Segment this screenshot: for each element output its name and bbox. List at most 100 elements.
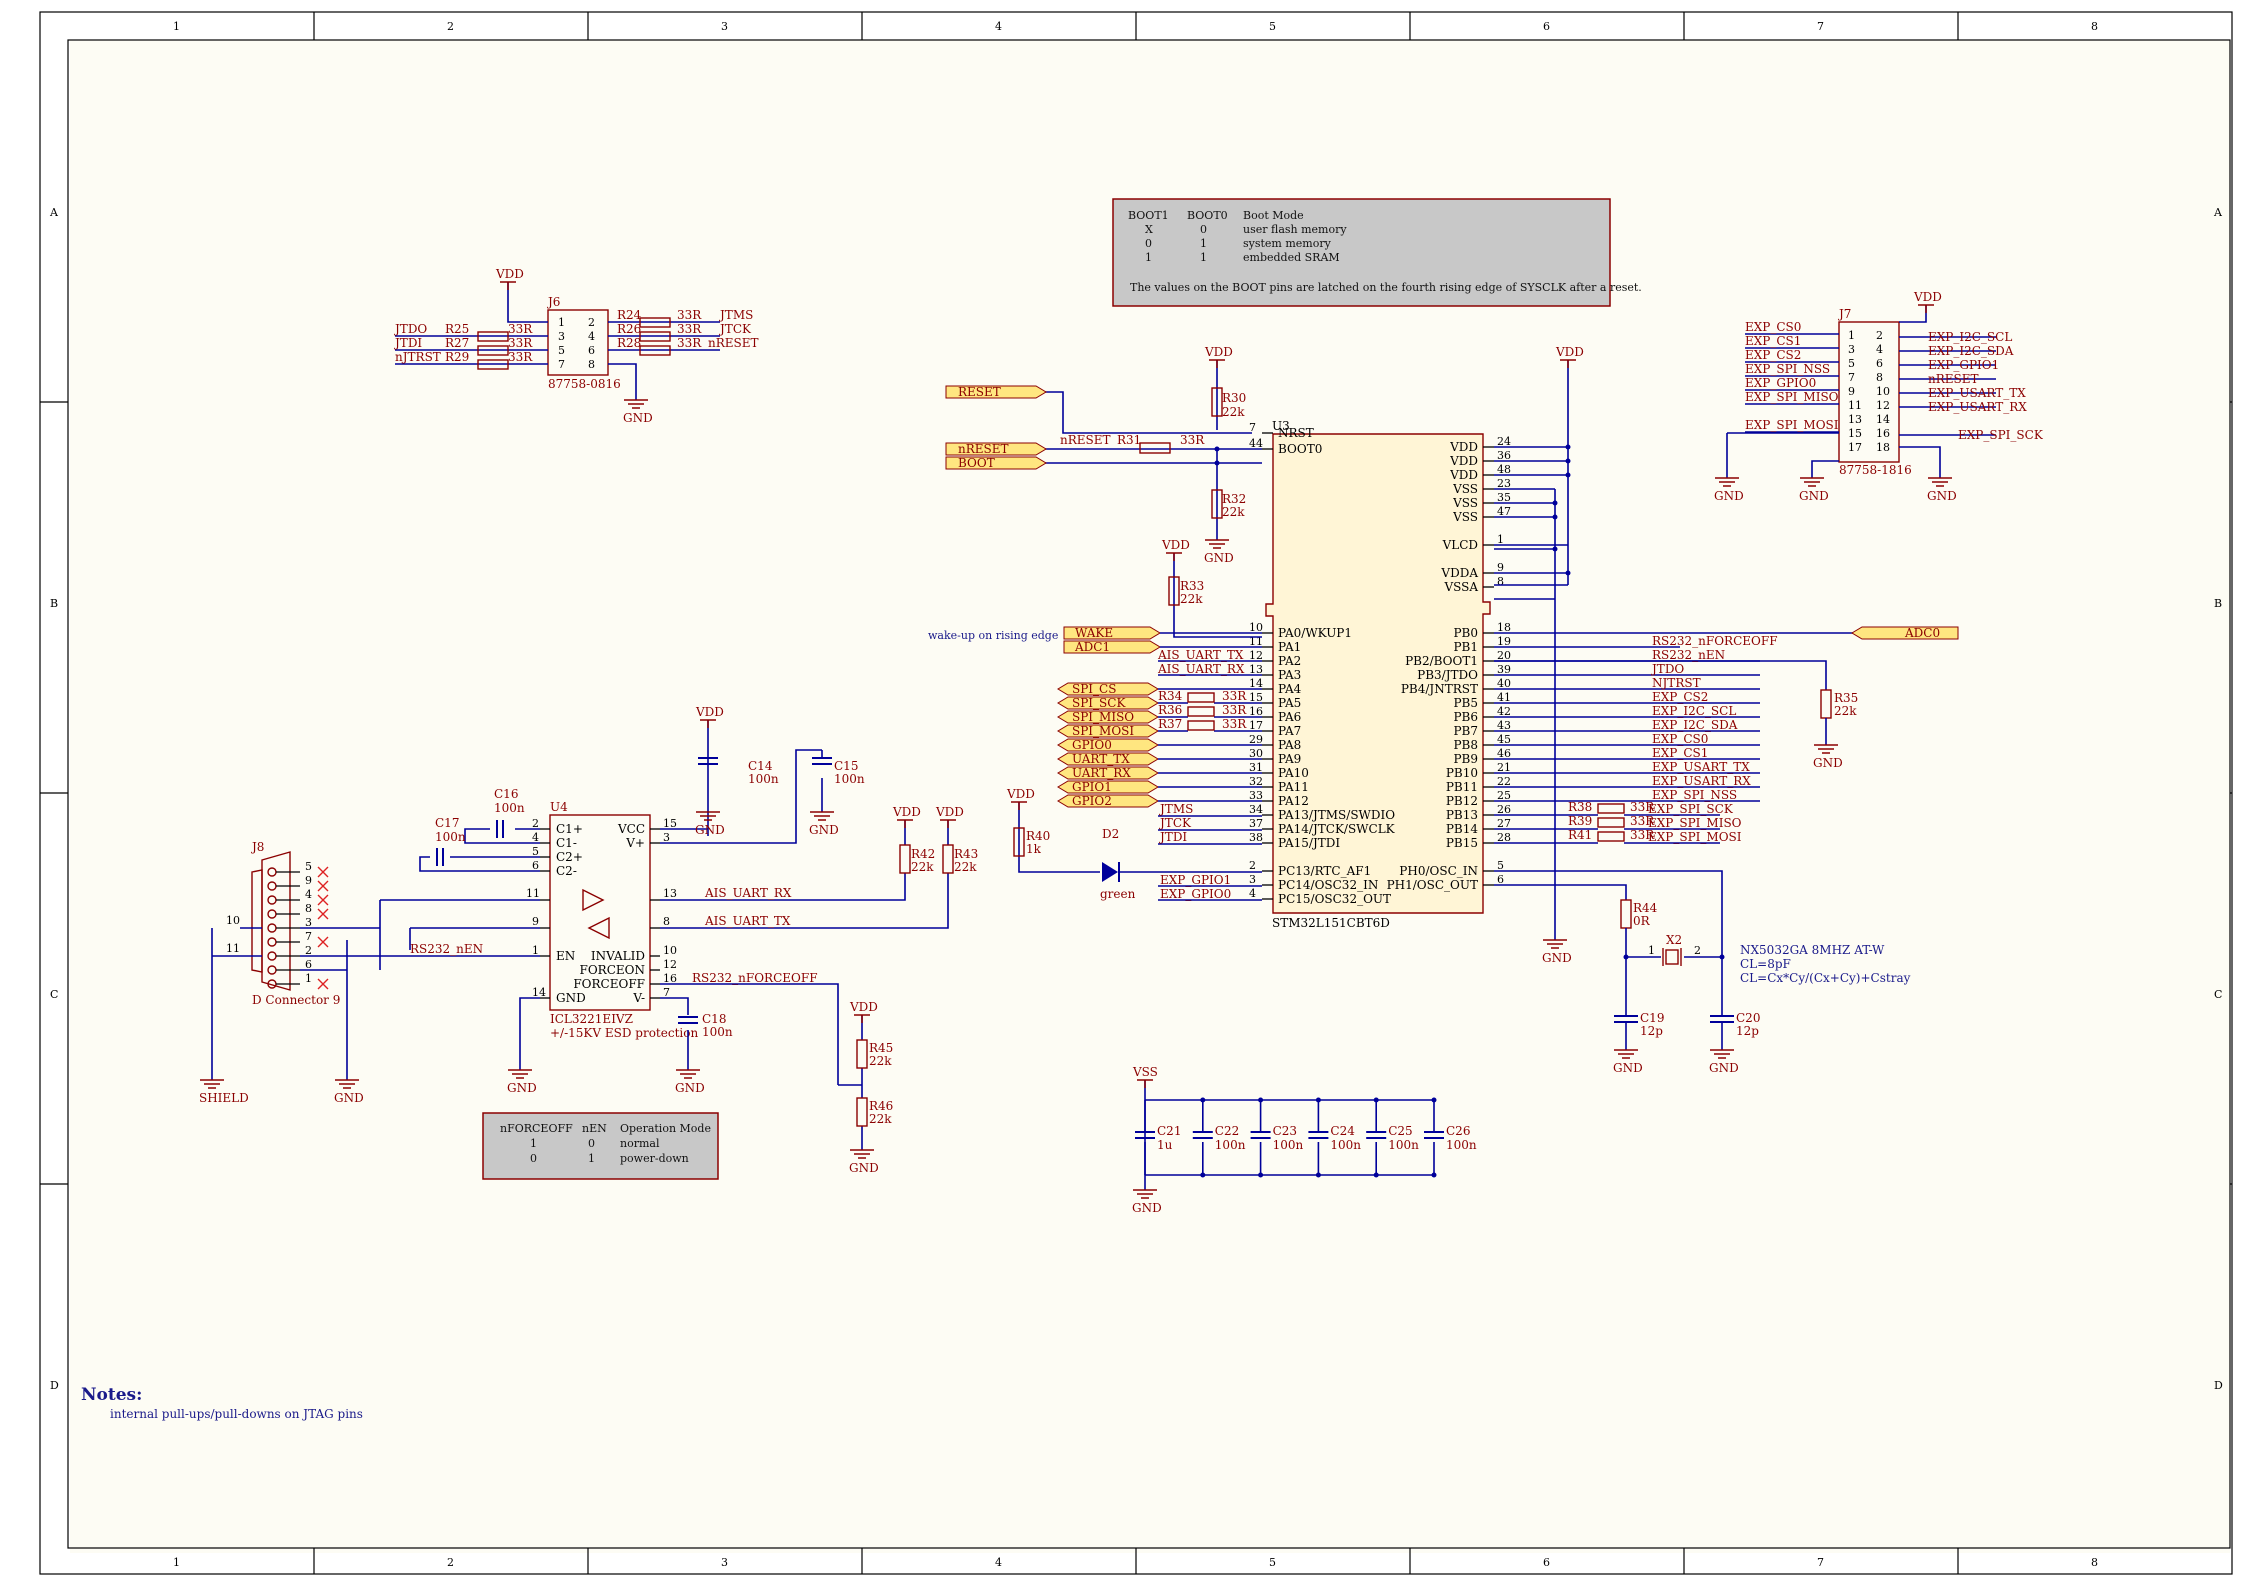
- svg-text:33R: 33R: [508, 336, 533, 350]
- j7-pin-num: 12: [1876, 399, 1890, 412]
- power-label: VDD: [1006, 787, 1035, 801]
- row-label: D: [2214, 1379, 2223, 1392]
- svg-text:R45: R45: [869, 1041, 893, 1055]
- svg-text:22k: 22k: [869, 1054, 892, 1068]
- svg-text:33R: 33R: [677, 308, 702, 322]
- power-label: VDD: [1204, 345, 1233, 359]
- pb-net-label: RS232_nEN: [1652, 648, 1725, 662]
- mcu-pin-num: 11: [1249, 635, 1263, 648]
- j7-pin-num: 4: [1876, 343, 1883, 356]
- col-label: 5: [1269, 20, 1276, 33]
- u4-pin-num: 14: [532, 986, 546, 999]
- svg-text:22k: 22k: [1834, 704, 1857, 718]
- power-label: GND: [1204, 551, 1234, 565]
- port-label: GPIO2: [1072, 794, 1112, 808]
- j7-left-net: EXP_SPI_NSS: [1745, 362, 1830, 376]
- svg-text:JTDO: JTDO: [393, 322, 427, 336]
- j7-pin-num: 16: [1876, 427, 1890, 440]
- power-label: GND: [1542, 951, 1572, 965]
- svg-text:embedded SRAM: embedded SRAM: [1243, 251, 1340, 264]
- u4-pin-name: FORCEOFF: [573, 977, 645, 991]
- col-label: 4: [995, 1556, 1002, 1569]
- dsub-pin-num: 5: [305, 860, 312, 873]
- mcu-pin-name: PH1/OSC_OUT: [1387, 878, 1478, 892]
- power-label: VDD: [1555, 345, 1584, 359]
- mcu-pin-name: PB2/BOOT1: [1405, 654, 1478, 668]
- cap-val: 100n: [1330, 1138, 1361, 1152]
- crystal-cl: CL=8pF: [1740, 957, 1791, 971]
- mcu-pin-name: VSS: [1452, 510, 1478, 524]
- svg-text:22k: 22k: [1222, 505, 1245, 519]
- mcu-right-nets: ADC0 R35 22k RS232_nFORCEOFFRS232_nENJTD…: [1494, 360, 1959, 940]
- svg-text:0: 0: [588, 1137, 595, 1150]
- u4-pin-name: V+: [625, 836, 645, 850]
- j7-pin-num: 9: [1848, 385, 1855, 398]
- pb-net-label: EXP_I2C_SCL: [1652, 704, 1736, 718]
- port-label: SPI_SCK: [1072, 696, 1126, 710]
- power-label: GND: [695, 823, 725, 837]
- svg-text:R38: R38: [1568, 800, 1592, 814]
- u4-pin-name: INVALID: [591, 949, 645, 963]
- notes: Notes: internal pull-ups/pull-downs on J…: [81, 1385, 363, 1421]
- svg-text:11: 11: [526, 887, 540, 900]
- svg-text:0R: 0R: [1633, 914, 1651, 928]
- mcu-pin-num: 5: [1497, 859, 1504, 872]
- u4-pin-num: 12: [663, 958, 677, 971]
- power-label: GND: [809, 823, 839, 837]
- svg-text:X2: X2: [1666, 933, 1682, 947]
- svg-text:nJTRST: nJTRST: [395, 350, 441, 364]
- mcu-pin-num: 17: [1249, 719, 1263, 732]
- svg-text:D Connector 9: D Connector 9: [252, 993, 340, 1007]
- dsub-pin-num: 9: [305, 874, 312, 887]
- svg-text:87758-0816: 87758-0816: [548, 377, 621, 391]
- col-label: 4: [995, 20, 1002, 33]
- svg-text:7: 7: [558, 358, 565, 371]
- j7-right-net: nRESET: [1928, 372, 1979, 386]
- svg-text:X: X: [1145, 223, 1153, 236]
- u4-pin-name: VCC: [617, 822, 645, 836]
- mcu-pin-num: 34: [1249, 803, 1263, 816]
- mcu-pin-num: 16: [1249, 705, 1263, 718]
- svg-text:Boot Mode: Boot Mode: [1243, 209, 1304, 222]
- svg-text:33R: 33R: [677, 336, 702, 350]
- port-label: GPIO1: [1072, 780, 1112, 794]
- mcu-pin-name: PB1: [1453, 640, 1478, 654]
- svg-text:AIS_UART_TX: AIS_UART_TX: [1157, 648, 1244, 662]
- j7-pin-num: 13: [1848, 413, 1862, 426]
- col-label: 2: [447, 20, 454, 33]
- mcu-pin-num: 1: [1497, 533, 1504, 546]
- j7-left-net: EXP_SPI_MISO: [1745, 390, 1839, 404]
- port-gpio1: [1057, 780, 1159, 794]
- mcu-pin-num: 8: [1497, 575, 1504, 588]
- j7-pin-num: 15: [1848, 427, 1862, 440]
- cap-val: 100n: [1388, 1138, 1419, 1152]
- pb-net-label: EXP_I2C_SDA: [1652, 718, 1738, 732]
- mcu-pin-num: 38: [1249, 831, 1263, 844]
- boot-port: BOOT: [958, 456, 995, 470]
- mcu-pin-name: PB12: [1446, 794, 1478, 808]
- drawing-frame: [39, 11, 2233, 1575]
- svg-text:R36: R36: [1158, 703, 1182, 717]
- u4-pin-num: 10: [663, 944, 677, 957]
- svg-text:C20: C20: [1736, 1011, 1760, 1025]
- svg-text:nFORCEOFF: nFORCEOFF: [500, 1122, 573, 1135]
- mcu-pin-name: VLCD: [1442, 538, 1478, 552]
- mcu-pin-name: PB0: [1453, 626, 1478, 640]
- pb-net-label: EXP_CS2: [1652, 690, 1708, 704]
- power-label: GND: [1613, 1061, 1643, 1075]
- mcu-pin-num: 31: [1249, 761, 1263, 774]
- power-label: SHIELD: [199, 1091, 249, 1105]
- cap-val: 100n: [1446, 1138, 1477, 1152]
- dsub-pin-num: 7: [305, 930, 312, 943]
- mcu-pin-num: 13: [1249, 663, 1263, 676]
- power-label: GND: [623, 411, 653, 425]
- svg-text:100n: 100n: [435, 830, 466, 844]
- u4-pin-name: C1+: [556, 822, 583, 836]
- mcu-pin-name: PA2: [1278, 654, 1301, 668]
- j7-right-net: EXP_I2C_SDA: [1928, 344, 2014, 358]
- j7-pin-num: 2: [1876, 329, 1883, 342]
- mcu-pin-name: PA8: [1278, 738, 1301, 752]
- cap-ref: C21: [1157, 1124, 1181, 1138]
